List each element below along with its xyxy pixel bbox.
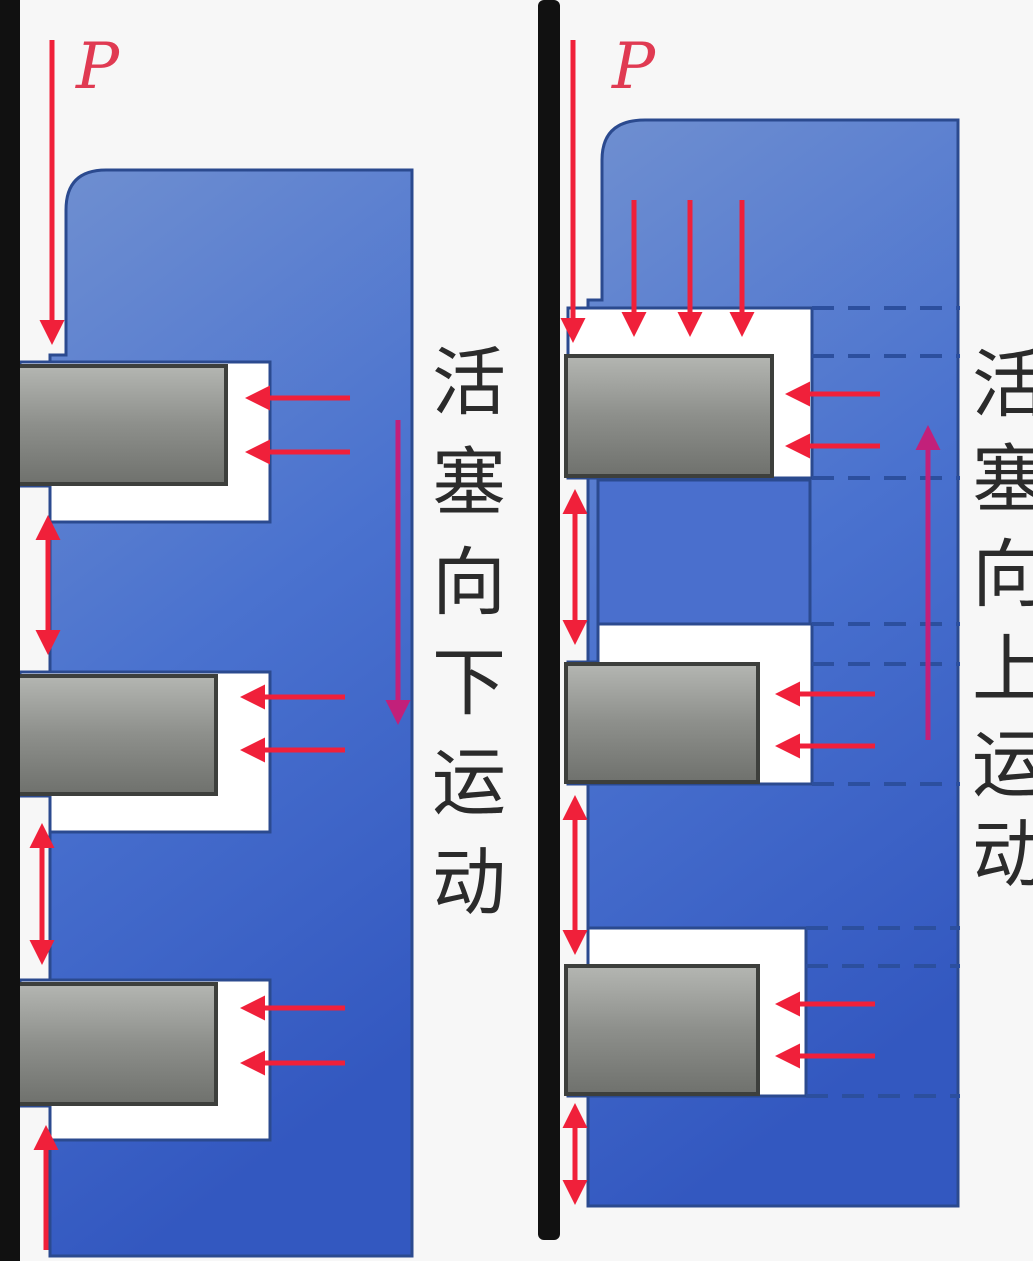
right-seal-ring-2: [564, 662, 760, 784]
right-shoulder-1: [596, 478, 812, 626]
left-seal-ring-2: [16, 674, 218, 796]
right-caption-char: 运: [972, 722, 1033, 808]
left-seal-ring-3: [16, 982, 218, 1106]
right-panel: P 活 塞 向 上 运 动: [538, 0, 1033, 1240]
right-rod: [538, 0, 560, 1240]
right-caption-char: 向: [972, 532, 1033, 618]
left-caption-char: 下: [432, 640, 506, 726]
left-caption-char: 动: [432, 840, 506, 926]
left-caption-char: 运: [432, 740, 506, 826]
right-seal-ring-1: [564, 354, 774, 478]
right-caption: 活 塞 向 上 运 动: [972, 342, 1033, 898]
right-caption-char: 动: [972, 812, 1033, 898]
right-pressure-label: P: [611, 30, 656, 104]
left-caption-char: 向: [432, 540, 506, 626]
left-caption-char: 活: [432, 340, 506, 426]
right-dashed-outlines: [806, 306, 960, 1098]
left-pressure-label: P: [75, 30, 120, 104]
right-top-arrows: [621, 200, 755, 337]
left-caption-char: 塞: [432, 440, 506, 526]
left-groove-arrows: [240, 385, 350, 1076]
left-rod: [0, 0, 20, 1261]
right-caption-char: 上: [972, 627, 1033, 713]
left-seal-ring-1: [16, 364, 228, 486]
right-groove-arrows: [775, 381, 880, 1069]
right-caption-char: 活: [972, 342, 1033, 428]
left-caption: 活 塞 向 下 运 动: [432, 340, 506, 926]
left-panel: P 活 塞 向 下 运 动: [0, 0, 506, 1261]
right-caption-char: 塞: [972, 437, 1033, 523]
right-seal-ring-3: [564, 964, 760, 1096]
